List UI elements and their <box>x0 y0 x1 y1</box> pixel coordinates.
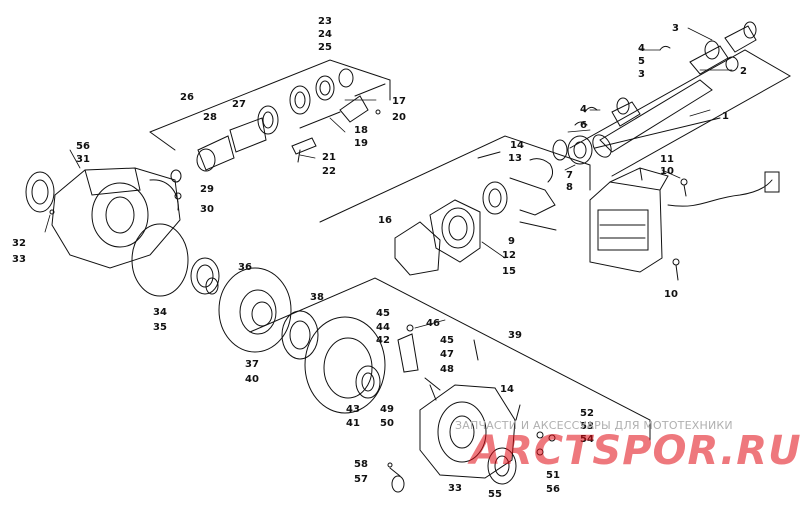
callout-40: 40 <box>245 374 259 385</box>
callout-17: 17 <box>392 96 406 107</box>
callout-42: 42 <box>376 335 390 346</box>
callout-18: 18 <box>354 125 368 136</box>
callout-38: 38 <box>310 292 324 303</box>
callout-27: 27 <box>232 99 246 110</box>
callout-14: 14 <box>510 140 524 151</box>
callout-3: 3 <box>672 23 679 34</box>
callout-37: 37 <box>245 359 259 370</box>
outline-driveshaft-group <box>569 49 792 177</box>
callout-9: 9 <box>508 236 515 247</box>
callout-44: 44 <box>376 322 390 333</box>
driveshaft-part <box>552 21 757 165</box>
callout-21: 21 <box>322 152 336 163</box>
callout-25: 25 <box>318 42 332 53</box>
callout-53: 53 <box>580 421 594 432</box>
gear-case-part <box>25 167 182 269</box>
shift-parts <box>170 68 386 183</box>
callout-6: 6 <box>580 120 587 131</box>
callout-56: 56 <box>546 484 560 495</box>
callout-5: 5 <box>638 56 645 67</box>
watermark-logo: ARCTSPOR.RU <box>470 428 800 474</box>
callout-1: 1 <box>722 111 729 122</box>
outline-shift-group <box>149 59 391 133</box>
callout-34: 34 <box>153 307 167 318</box>
outline-diff-group <box>249 277 651 441</box>
callout-45: 45 <box>376 308 390 319</box>
callout-52: 52 <box>580 408 594 419</box>
callout-49: 49 <box>380 404 394 415</box>
outline-housing-group <box>319 135 591 223</box>
callout-55: 55 <box>488 489 502 500</box>
callout-10: 10 <box>660 166 674 177</box>
actuator-motor-part <box>589 167 780 281</box>
callout-41: 41 <box>346 418 360 429</box>
callout-15: 15 <box>502 266 516 277</box>
watermark-caption: ЗАПЧАСТИ И АКСЕССУАРЫ ДЛЯ МОТОТЕХНИКИ <box>455 419 733 432</box>
ring-gear-part <box>218 267 386 414</box>
callout-36: 36 <box>238 262 252 273</box>
callout-22: 22 <box>322 166 336 177</box>
callout-43: 43 <box>346 404 360 415</box>
callout-23: 23 <box>318 16 332 27</box>
callout-39: 39 <box>508 330 522 341</box>
callout-32: 32 <box>12 238 26 249</box>
callout-45: 45 <box>440 335 454 346</box>
callout-13: 13 <box>508 153 522 164</box>
callout-24: 24 <box>318 29 332 40</box>
callout-20: 20 <box>392 112 406 123</box>
callout-54: 54 <box>580 434 594 445</box>
callout-26: 26 <box>180 92 194 103</box>
callout-30: 30 <box>200 204 214 215</box>
callout-31: 31 <box>76 154 90 165</box>
callout-33: 33 <box>448 483 462 494</box>
callout-48: 48 <box>440 364 454 375</box>
callout-12: 12 <box>502 250 516 261</box>
callout-19: 19 <box>354 138 368 149</box>
gasket-ring <box>131 223 189 297</box>
callout-35: 35 <box>153 322 167 333</box>
callout-11: 11 <box>660 154 674 165</box>
callout-46: 46 <box>426 318 440 329</box>
callout-4: 4 <box>638 43 645 54</box>
callout-16: 16 <box>378 215 392 226</box>
leader-lines <box>44 27 733 329</box>
callout-10: 10 <box>664 289 678 300</box>
callout-33: 33 <box>12 254 26 265</box>
callout-47: 47 <box>440 349 454 360</box>
front-cover-part <box>387 324 556 493</box>
callout-3: 3 <box>638 69 645 80</box>
housing-part <box>394 151 557 276</box>
callout-29: 29 <box>200 184 214 195</box>
callout-56: 56 <box>76 141 90 152</box>
callout-50: 50 <box>380 418 394 429</box>
callout-14: 14 <box>500 384 514 395</box>
callout-4: 4 <box>580 104 587 115</box>
callout-28: 28 <box>203 112 217 123</box>
callout-57: 57 <box>354 474 368 485</box>
callout-7: 7 <box>566 170 573 181</box>
callout-8: 8 <box>566 182 573 193</box>
callout-2: 2 <box>740 66 747 77</box>
callout-labels: 1 2 3 3 4 4 5 6 7 8 9 10 10 11 12 13 14 … <box>12 16 747 500</box>
callout-51: 51 <box>546 470 560 481</box>
callout-58: 58 <box>354 459 368 470</box>
